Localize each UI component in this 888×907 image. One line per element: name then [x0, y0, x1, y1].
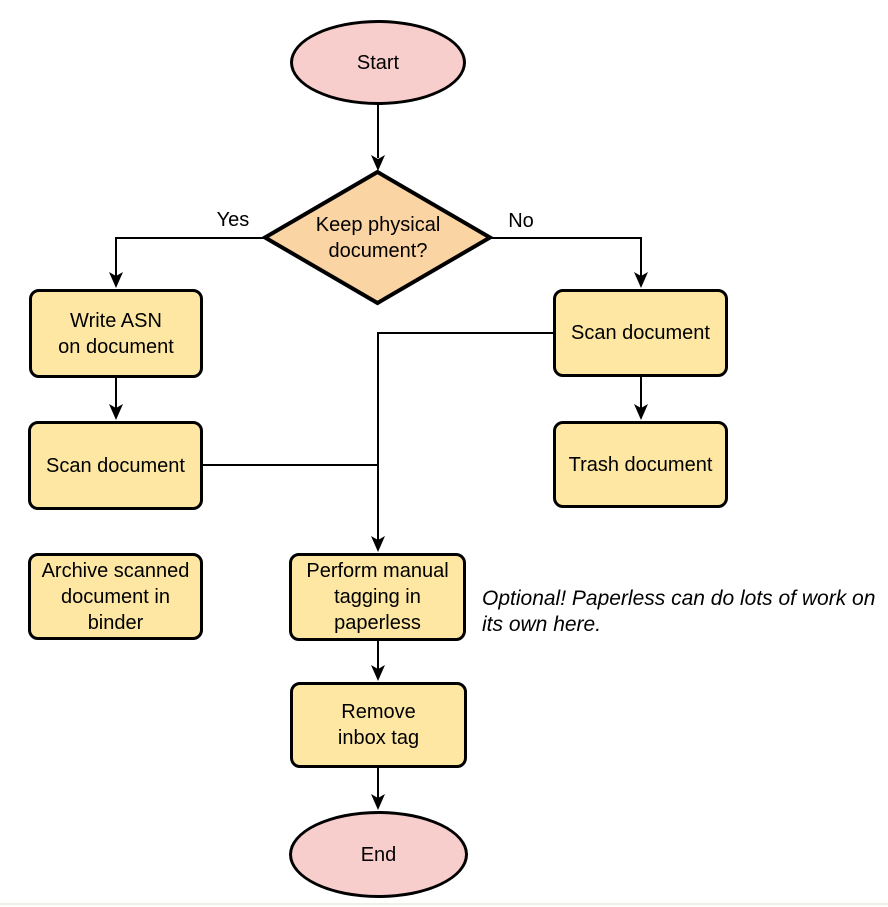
archive-scanned-document-node: Archive scanned document in binder [28, 553, 203, 640]
start-node: Start [290, 20, 466, 105]
edge-scan-right-to-tagging [371, 332, 553, 552]
decision-keep-physical-document-label: Keep physical document? [315, 214, 441, 262]
bottom-divider [0, 903, 888, 905]
scan-document-right-node: Scan document [553, 289, 728, 377]
edge-tagging-to-remove-inbox [371, 641, 385, 681]
edge-scan-right-to-trash [634, 377, 648, 420]
edge-decision-to-scan-right [490, 237, 648, 288]
manual-tagging-node: Perform manual tagging in paperless [289, 553, 466, 641]
edge-label-yes: Yes [216, 209, 250, 231]
decision-diamond-shape [261, 169, 494, 306]
trash-document-node: Trash document [553, 421, 728, 508]
edge-remove-inbox-to-end [371, 768, 385, 810]
remove-inbox-tag-node: Remove inbox tag [290, 682, 467, 768]
optional-note: Optional! Paperless can do lots of work … [482, 587, 876, 636]
edge-decision-to-write-asn [109, 237, 265, 288]
edge-start-to-decision [371, 104, 385, 171]
scan-document-left-node: Scan document [28, 421, 203, 510]
write-asn-node: Write ASN on document [29, 289, 203, 378]
edge-write-asn-to-scan-left [109, 378, 123, 420]
edge-label-no: No [508, 210, 534, 232]
end-node: End [289, 811, 468, 898]
